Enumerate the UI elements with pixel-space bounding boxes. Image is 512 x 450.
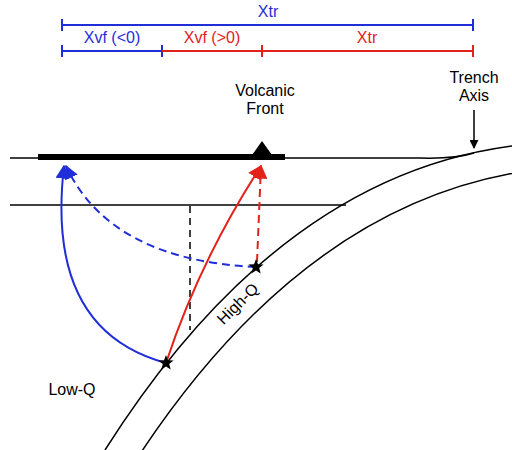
event-star: [158, 355, 173, 370]
feature-label: Trench Axis: [442, 69, 506, 105]
distance-label: Xtr: [357, 29, 377, 47]
distance-brackets: [62, 19, 473, 57]
ray-path: [257, 166, 261, 262]
distance-label: Xtr: [258, 3, 278, 21]
ray-path: [61, 166, 166, 363]
earth-structure: [10, 146, 512, 450]
ray-path: [166, 166, 261, 363]
region-label: Low-Q: [48, 381, 95, 399]
event-stars: [158, 259, 263, 370]
feature-label: Volcanic Front: [223, 82, 307, 118]
projection-line: [189, 206, 191, 330]
event-star: [248, 259, 263, 274]
arc-bar: [38, 154, 285, 160]
distance-label: Xvf (<0): [84, 29, 140, 47]
region-label: High-Q: [214, 280, 263, 329]
ray-path: [66, 166, 256, 267]
trench-arrow: [473, 110, 475, 148]
distance-label: Xvf (>0): [184, 29, 240, 47]
volcano-symbol: [252, 141, 272, 155]
